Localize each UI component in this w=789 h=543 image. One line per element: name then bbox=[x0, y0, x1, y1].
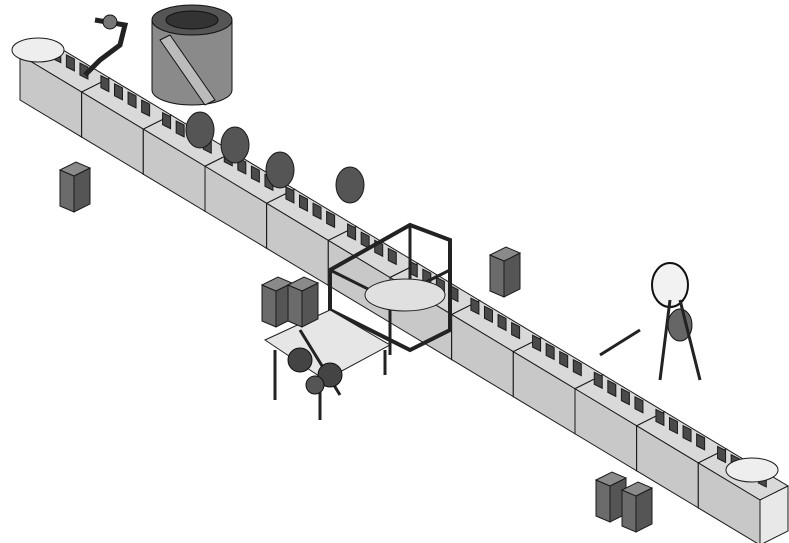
fixture bbox=[634, 395, 644, 414]
bin-top bbox=[594, 471, 628, 487]
spool bbox=[265, 151, 295, 189]
fixture bbox=[347, 223, 357, 241]
fixture bbox=[127, 91, 137, 109]
fixture bbox=[326, 210, 336, 229]
turntable bbox=[725, 457, 779, 483]
fixture bbox=[717, 445, 727, 464]
conveyor-line bbox=[11, 37, 789, 543]
bin-face bbox=[489, 254, 505, 298]
fixture bbox=[682, 424, 692, 443]
side-feeder-rack bbox=[263, 309, 392, 420]
bin-top bbox=[620, 481, 654, 497]
turntable bbox=[11, 37, 65, 63]
feeder-drum bbox=[151, 4, 233, 106]
fixture bbox=[250, 165, 260, 183]
bin-top bbox=[488, 246, 522, 262]
fixture bbox=[545, 342, 555, 361]
fixture bbox=[511, 321, 521, 340]
fixture bbox=[162, 111, 172, 130]
fixture bbox=[360, 231, 370, 249]
fixture bbox=[668, 416, 678, 435]
fixture bbox=[298, 194, 308, 212]
fixture bbox=[655, 408, 665, 427]
spool bbox=[220, 126, 250, 164]
bin-face bbox=[595, 479, 611, 523]
fixture bbox=[387, 247, 397, 266]
fixture bbox=[559, 350, 569, 369]
bin bbox=[620, 481, 654, 533]
fixture bbox=[470, 297, 480, 315]
module-end bbox=[759, 485, 789, 543]
fixture bbox=[572, 358, 582, 377]
fixture bbox=[285, 186, 295, 204]
bin bbox=[286, 276, 320, 328]
fixture bbox=[65, 54, 75, 72]
fixture bbox=[312, 202, 322, 221]
fixture bbox=[100, 74, 110, 93]
fixture bbox=[483, 305, 493, 324]
fixture bbox=[696, 433, 706, 451]
fixture bbox=[113, 82, 123, 101]
material-bins bbox=[58, 161, 654, 533]
fixture bbox=[607, 379, 617, 398]
module-panel bbox=[697, 462, 761, 543]
bin-top bbox=[286, 276, 320, 292]
spool bbox=[185, 111, 215, 149]
bin bbox=[488, 246, 522, 298]
fixture bbox=[497, 313, 507, 332]
bin bbox=[594, 471, 628, 523]
fixture bbox=[141, 99, 151, 117]
bin-face bbox=[261, 284, 277, 328]
fixture bbox=[620, 387, 630, 406]
robot-arm bbox=[83, 14, 129, 77]
spool bbox=[335, 166, 365, 204]
fixture bbox=[532, 334, 542, 353]
cable-reel bbox=[599, 262, 702, 381]
fixture bbox=[175, 120, 185, 138]
bin-face bbox=[287, 284, 303, 328]
bin bbox=[58, 161, 92, 213]
fixture bbox=[593, 371, 603, 390]
bin-face bbox=[59, 169, 75, 213]
bin-top bbox=[58, 161, 92, 177]
bin-face bbox=[621, 489, 637, 533]
